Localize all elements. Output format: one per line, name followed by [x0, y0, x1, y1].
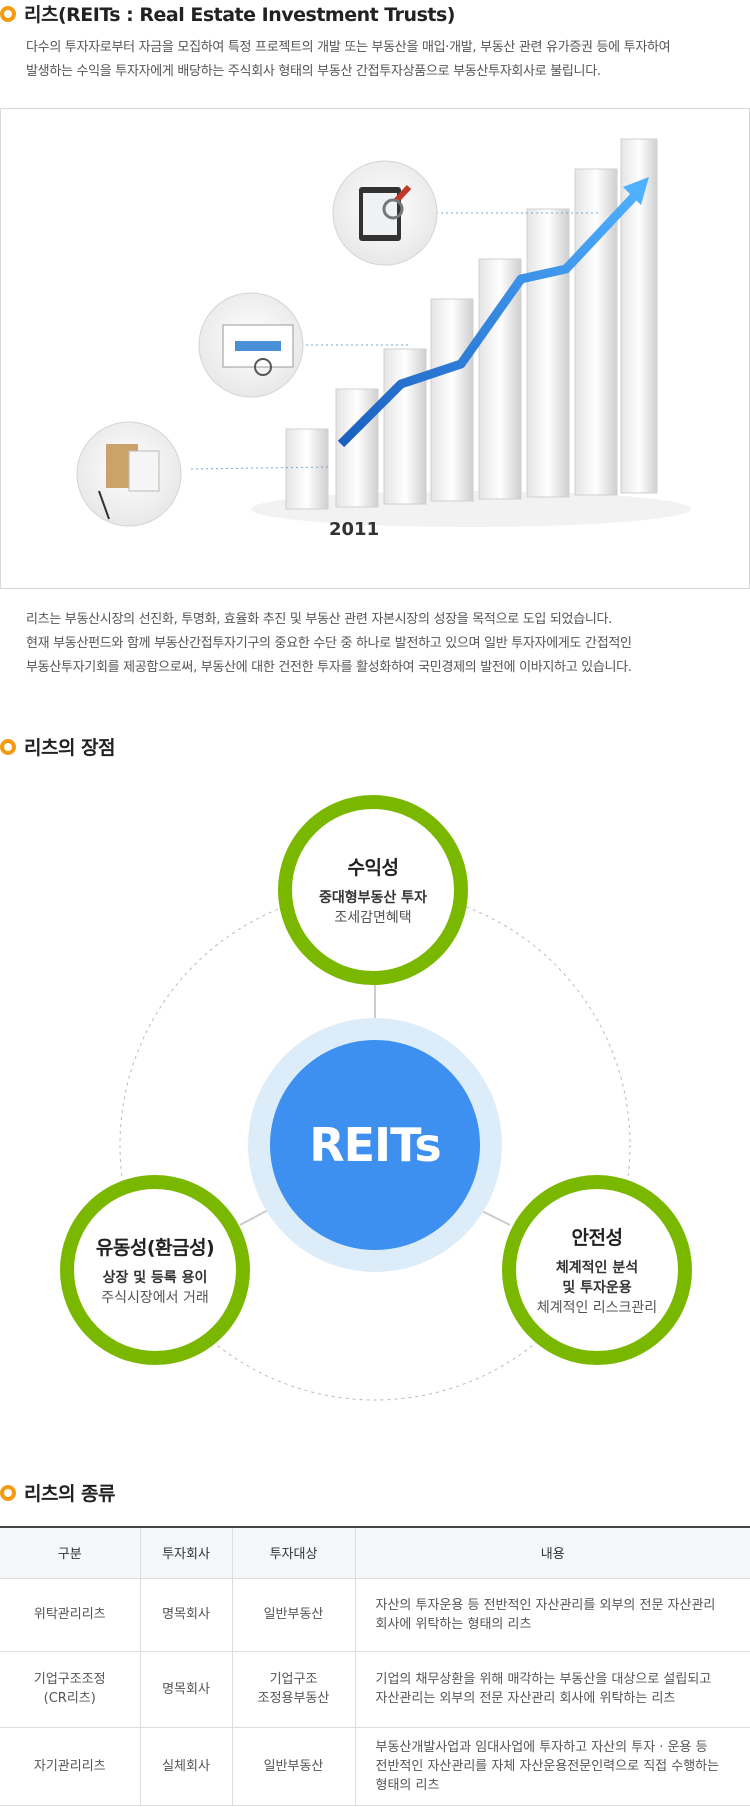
cell-target: 기업구조 조정용부동산	[232, 1651, 356, 1728]
monitor-circle-icon	[198, 292, 304, 398]
advantages-diagram: REITs 수익성 중대형부동산 투자 조세감면혜택 유동성(환금성) 상장 및…	[0, 770, 750, 1430]
cell-target: 일반부동산	[232, 1578, 356, 1652]
orange-ring-bullet-icon	[0, 5, 16, 22]
desc-line: 현재 부동산펀드와 함께 부동산간접투자기구의 중요한 수단 중 하나로 발전하…	[26, 636, 632, 651]
cell-company: 명목회사	[140, 1578, 233, 1652]
chart-year-label: 2011	[329, 519, 380, 540]
cell-type: 기업구조조정 (CR리츠)	[0, 1651, 141, 1728]
header-type: 구분	[0, 1526, 141, 1579]
liquidity-node: 유동성(환금성) 상장 및 등록 용이 주식시장에서 거래	[60, 1175, 250, 1365]
cell-target: 일반부동산	[232, 1727, 356, 1806]
node-line: 조세감면혜택	[334, 909, 412, 926]
type-text: 위탁관리리츠	[33, 1607, 106, 1622]
bar-5	[478, 258, 522, 500]
node-title: 수익성	[347, 856, 399, 879]
types-section-title: 리츠의 종류	[0, 1479, 116, 1506]
reits-center-circle: REITs	[270, 1040, 480, 1250]
node-line: 주식시장에서 거래	[101, 1289, 209, 1306]
bar-6	[526, 208, 570, 498]
node-line: 및 투자운용	[562, 1279, 632, 1296]
content-line: 부동산개발사업과 임대사업에 투자하고 자산의 투자 · 운용 등	[375, 1739, 708, 1755]
reits-types-table: 구분 투자회사 투자대상 내용 위탁관리리츠 명목회사 일반부동산 자산의 투자…	[0, 1526, 750, 1806]
target-text: 조정용부동산	[257, 1691, 330, 1706]
center-label: REITs	[309, 1118, 442, 1172]
bar-1	[285, 428, 329, 510]
tablet-circle-icon	[332, 160, 438, 266]
type-text: 자기관리리츠	[33, 1758, 106, 1774]
table-row: 자기관리리츠 실체회사 일반부동산 부동산개발사업과 임대사업에 투자하고 자산…	[0, 1727, 750, 1806]
content-line: 자산관리는 외부의 전문 자산관리 회사에 위탁하는 리츠	[375, 1691, 676, 1706]
desc-line: 부동산투자기회를 제공함으로써, 부동산에 대한 건전한 투자를 활성화하여 국…	[26, 660, 632, 675]
cell-company: 명목회사	[140, 1651, 233, 1728]
bar-4	[430, 298, 474, 502]
diagram-connectors	[119, 889, 631, 1401]
node-line: 체계적인 리스크관리	[536, 1299, 658, 1316]
cell-content: 부동산개발사업과 임대사업에 투자하고 자산의 투자 · 운용 등 전반적인 자…	[355, 1727, 750, 1806]
target-text: 기업구조	[269, 1672, 318, 1687]
node-title: 안전성	[571, 1226, 623, 1249]
page-title: 리츠(REITs : Real Estate Investment Trusts…	[24, 4, 455, 26]
intro-line: 다수의 투자자로부터 자금을 모집하여 특정 프로젝트의 개발 또는 부동산을 …	[26, 40, 671, 55]
table-row: 기업구조조정 (CR리츠) 명목회사 기업구조 조정용부동산 기업의 채무상환을…	[0, 1651, 750, 1728]
growth-chart-graphic	[76, 138, 691, 527]
growth-illustration: 2011	[0, 108, 750, 589]
cell-content: 자산의 투자운용 등 전반적인 자산관리를 외부의 전문 자산관리 회사에 위탁…	[355, 1578, 750, 1652]
growth-arrow	[337, 185, 645, 448]
bar-3	[383, 348, 427, 505]
target-text: 일반부동산	[263, 1758, 324, 1774]
node-line: 상장 및 등록 용이	[102, 1269, 208, 1286]
cell-company: 실체회사	[140, 1727, 233, 1806]
cell-content: 기업의 채무상환을 위해 매각하는 부동산을 대상으로 설립되고 자산관리는 외…	[355, 1651, 750, 1728]
content-line: 전반적인 자산관리를 자체 자산운용전문인력으로 직접 수행하는	[375, 1758, 720, 1774]
node-line: 중대형부동산 투자	[319, 889, 427, 906]
reits-section-title: 리츠(REITs : Real Estate Investment Trusts…	[0, 0, 455, 27]
cell-type: 자기관리리츠	[0, 1727, 141, 1806]
header-content: 내용	[355, 1526, 750, 1579]
orange-ring-bullet-icon	[0, 1484, 16, 1501]
documents-circle-icon	[76, 421, 182, 527]
target-text: 일반부동산	[263, 1607, 324, 1622]
advantages-section-title: 리츠의 장점	[0, 733, 116, 760]
header-target: 투자대상	[232, 1526, 356, 1579]
safety-node: 안전성 체계적인 분석 및 투자운용 체계적인 리스크관리	[502, 1175, 692, 1365]
type-text: 기업구조조정	[33, 1672, 106, 1687]
orange-ring-bullet-icon	[0, 738, 16, 755]
reits-intro: 다수의 투자자로부터 자금을 모집하여 특정 프로젝트의 개발 또는 부동산을 …	[26, 36, 736, 84]
bar-2	[335, 388, 379, 508]
cell-type: 위탁관리리츠	[0, 1578, 141, 1652]
intro-line: 발생하는 수익을 투자자에게 배당하는 주식회사 형태의 부동산 간접투자상품으…	[26, 64, 601, 79]
node-line: 체계적인 분석	[555, 1259, 639, 1276]
content-line: 기업의 채무상환을 위해 매각하는 부동산을 대상으로 설립되고	[375, 1672, 712, 1687]
content-line: 형태의 리츠	[375, 1777, 440, 1793]
arrow-head-icon	[623, 177, 649, 205]
reits-description: 리츠는 부동산시장의 선진화, 투명화, 효율화 추진 및 부동산 관련 자본시…	[26, 608, 736, 680]
type-text: (CR리츠)	[43, 1691, 96, 1706]
desc-line: 리츠는 부동산시장의 선진화, 투명화, 효율화 추진 및 부동산 관련 자본시…	[26, 612, 613, 627]
table-header-row: 구분 투자회사 투자대상 내용	[0, 1526, 750, 1579]
table-row: 위탁관리리츠 명목회사 일반부동산 자산의 투자운용 등 전반적인 자산관리를 …	[0, 1578, 750, 1652]
section-title: 리츠의 종류	[24, 1483, 116, 1505]
content-line: 자산의 투자운용 등 전반적인 자산관리를 외부의 전문 자산관리	[375, 1597, 716, 1613]
node-title: 유동성(환금성)	[95, 1236, 215, 1259]
section-title: 리츠의 장점	[24, 737, 116, 759]
header-company: 투자회사	[140, 1526, 233, 1579]
profit-node: 수익성 중대형부동산 투자 조세감면혜택	[278, 795, 468, 985]
content-line: 회사에 위탁하는 형태의 리츠	[375, 1616, 532, 1632]
